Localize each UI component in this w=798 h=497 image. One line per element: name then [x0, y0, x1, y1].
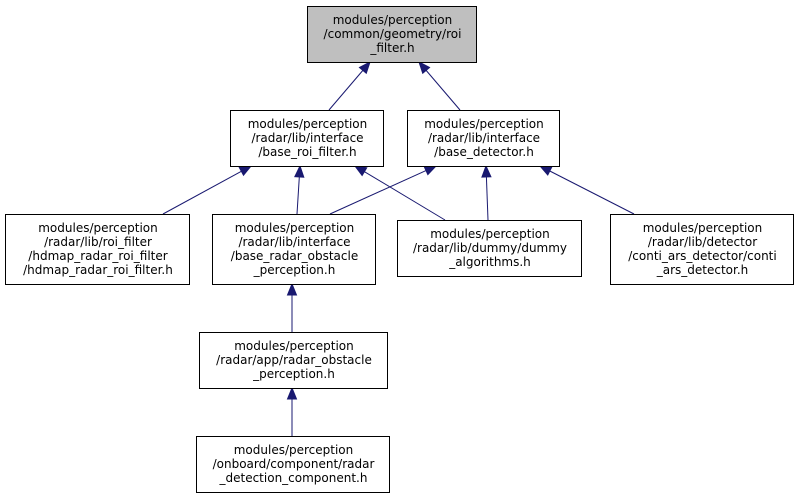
- arrowhead-icon: [238, 165, 253, 177]
- node-label-line: /base_detector.h: [434, 145, 534, 159]
- edge-hdmap_radar_roi_filter-to-base_roi_filter: [162, 165, 253, 215]
- edge-base_radar_obstacle_perception-to-base_detector: [329, 165, 438, 215]
- node-label-line: /base_radar_obstacle: [231, 249, 358, 263]
- node-label-line: /common/geometry/roi: [324, 27, 462, 41]
- nodes-layer: modules/perception/common/geometry/roi_f…: [5, 6, 794, 493]
- node-box[interactable]: [407, 110, 560, 167]
- arrowhead-icon: [538, 165, 553, 176]
- node-label-line: /radar/lib/roi_filter: [44, 235, 152, 249]
- arrowhead-icon: [353, 165, 368, 177]
- node-box[interactable]: [230, 110, 384, 167]
- node-box[interactable]: [5, 214, 190, 285]
- node-label-line: /radar/lib/interface: [238, 235, 350, 249]
- edges-layer: [162, 60, 635, 436]
- edge-base_radar_obstacle_perception-to-base_roi_filter: [294, 164, 305, 215]
- node-dummy_algorithms[interactable]: modules/perception/radar/lib/dummy/dummy…: [397, 220, 582, 277]
- arrowhead-icon: [286, 386, 298, 400]
- edge-line: [425, 70, 461, 111]
- node-label-line: modules/perception: [643, 221, 763, 235]
- node-radar_obstacle_perception[interactable]: modules/perception/radar/app/radar_obsta…: [199, 332, 388, 389]
- arrowhead-icon: [481, 164, 492, 178]
- edge-line: [485, 176, 489, 221]
- edge-conti_ars_detector-to-base_detector: [538, 165, 635, 215]
- node-hdmap_radar_roi_filter[interactable]: modules/perception/radar/lib/roi_filter/…: [5, 214, 190, 285]
- edge-line: [329, 170, 427, 215]
- arrowhead-icon: [286, 282, 298, 296]
- node-box[interactable]: [610, 214, 794, 285]
- node-label-line: /radar/lib/dummy/dummy: [413, 241, 567, 255]
- node-label-line: modules/perception: [235, 221, 355, 235]
- edge-line: [364, 171, 446, 221]
- node-label-line: /onboard/component/radar: [213, 457, 375, 471]
- arrowhead-icon: [358, 60, 371, 75]
- edge-radar_obstacle_perception-to-base_radar_obstacle_perception: [286, 282, 298, 332]
- arrowhead-icon: [418, 60, 431, 75]
- node-box[interactable]: [212, 214, 376, 285]
- node-box[interactable]: [196, 436, 390, 493]
- node-label-line: /hdmap_radar_roi_filter: [28, 249, 167, 263]
- edge-dummy_algorithms-to-base_detector: [481, 164, 492, 221]
- node-label-line: modules/perception: [234, 443, 354, 457]
- edge-radar_detection_component-to-radar_obstacle_perception: [286, 386, 298, 436]
- edge-base_roi_filter-to-roi_filter: [328, 60, 371, 111]
- edge-line: [549, 170, 635, 215]
- node-label-line: /hdmap_radar_roi_filter.h: [23, 263, 173, 277]
- edge-dummy_algorithms-to-base_roi_filter: [353, 165, 446, 221]
- node-label-line: /radar/app/radar_obstacle: [216, 353, 372, 367]
- node-label-line: /conti_ars_detector/conti: [628, 249, 776, 263]
- node-box[interactable]: [397, 220, 582, 277]
- node-label-line: _ars_detector.h: [656, 263, 749, 277]
- node-label-line: modules/perception: [234, 339, 354, 353]
- node-base_roi_filter[interactable]: modules/perception/radar/lib/interface/b…: [230, 110, 384, 167]
- node-base_detector[interactable]: modules/perception/radar/lib/interface/b…: [407, 110, 560, 167]
- node-label-line: modules/perception: [38, 221, 158, 235]
- node-label-line: modules/perception: [430, 227, 550, 241]
- edge-line: [296, 176, 300, 215]
- node-radar_detection_component[interactable]: modules/perception/onboard/component/rad…: [196, 436, 390, 493]
- arrowhead-icon: [294, 164, 305, 178]
- node-label-line: /radar/lib/interface: [251, 131, 363, 145]
- node-label-line: _perception.h: [252, 367, 335, 381]
- node-box[interactable]: [199, 332, 388, 389]
- node-label-line: modules/perception: [333, 13, 453, 27]
- node-base_radar_obstacle_perception[interactable]: modules/perception/radar/lib/interface/b…: [212, 214, 376, 285]
- node-label-line: _detection_component.h: [219, 471, 368, 485]
- arrowhead-icon: [423, 165, 438, 176]
- node-label-line: /radar/lib/interface: [428, 131, 540, 145]
- edge-line: [328, 70, 364, 111]
- node-label-line: /base_roi_filter.h: [258, 145, 356, 159]
- node-label-line: _algorithms.h: [448, 255, 531, 269]
- node-label-line: _filter.h: [369, 41, 414, 55]
- node-label-line: /radar/lib/detector: [648, 235, 757, 249]
- edge-base_detector-to-roi_filter: [418, 60, 461, 111]
- node-label-line: _perception.h: [253, 263, 336, 277]
- node-label-line: modules/perception: [248, 117, 368, 131]
- edge-line: [162, 170, 242, 215]
- node-box[interactable]: [307, 6, 477, 63]
- node-conti_ars_detector[interactable]: modules/perception/radar/lib/detector/co…: [610, 214, 794, 285]
- node-roi_filter[interactable]: modules/perception/common/geometry/roi_f…: [307, 6, 477, 63]
- node-label-line: modules/perception: [424, 117, 544, 131]
